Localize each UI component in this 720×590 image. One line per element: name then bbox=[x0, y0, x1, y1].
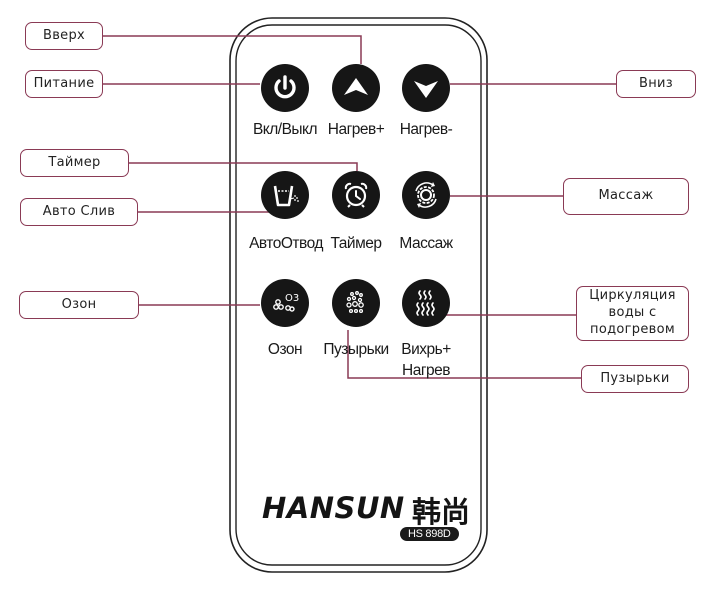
bubbles-icon bbox=[346, 291, 364, 314]
leader-line-up bbox=[103, 35, 362, 64]
leader-line-timer bbox=[129, 162, 358, 171]
remote-body-inner bbox=[235, 24, 482, 566]
whirl-heat-button[interactable] bbox=[402, 279, 450, 327]
remote-body-outer bbox=[229, 17, 488, 573]
callout-drain: Авто Слив bbox=[20, 198, 138, 226]
whirl-heat-label-line1: Вихрь+ bbox=[401, 341, 451, 358]
whirl-heat-icon bbox=[416, 290, 435, 316]
callout-whirl-line3: подогревом bbox=[590, 321, 675, 337]
power-label: Вкл/Выкл bbox=[252, 121, 318, 138]
power-button[interactable] bbox=[261, 64, 309, 112]
bubbles-button[interactable] bbox=[332, 279, 380, 327]
callout-massage: Массаж bbox=[563, 178, 689, 215]
whirl-heat-label-line2: Нагрев bbox=[402, 361, 450, 379]
callout-up: Вверх bbox=[25, 22, 103, 50]
auto-drain-icon bbox=[273, 185, 299, 207]
callout-ozone: Озон bbox=[19, 291, 139, 319]
heat-down-label: Нагрев- bbox=[399, 121, 453, 138]
callout-whirl-line1: Циркуляция bbox=[589, 288, 676, 304]
timer-label: Таймер bbox=[330, 235, 382, 252]
callout-bubbles: Пузырьки bbox=[581, 365, 689, 393]
svg-text:O3: O3 bbox=[285, 293, 299, 304]
bubbles-label: Пузырьки bbox=[323, 341, 389, 358]
leader-line-bubbles bbox=[347, 330, 581, 379]
heat-down-button[interactable] bbox=[402, 64, 450, 112]
callout-whirl: Циркуляция воды с подогревом bbox=[576, 286, 689, 341]
whirl-heat-label: Вихрь+ Нагрев bbox=[393, 340, 459, 382]
arrow-up-icon bbox=[344, 78, 368, 95]
callout-power: Питание bbox=[25, 70, 103, 98]
callout-whirl-line2: воды с bbox=[608, 305, 657, 321]
callout-timer: Таймер bbox=[20, 149, 129, 177]
brand-logo-chinese: 韩尚 bbox=[412, 495, 471, 529]
auto-drain-button[interactable] bbox=[261, 171, 309, 219]
heat-up-button[interactable] bbox=[332, 64, 380, 112]
ozone-icon: O3 bbox=[273, 293, 299, 312]
massage-label: Массаж bbox=[399, 235, 453, 252]
heat-up-label: Нагрев+ bbox=[327, 121, 385, 138]
brand-logo: HANSUN bbox=[262, 491, 405, 525]
alarm-clock-icon bbox=[344, 182, 368, 208]
ozone-button[interactable]: O3 bbox=[261, 279, 309, 327]
massage-cycle-icon bbox=[415, 182, 437, 208]
arrow-down-icon bbox=[414, 81, 438, 98]
auto-drain-label: АвтоОтвод bbox=[249, 235, 323, 252]
ozone-label: Озон bbox=[267, 341, 303, 358]
callout-down: Вниз bbox=[616, 70, 696, 98]
model-badge: HS 898D bbox=[400, 527, 459, 541]
massage-button[interactable] bbox=[402, 171, 450, 219]
power-icon bbox=[274, 75, 296, 99]
timer-button[interactable] bbox=[332, 171, 380, 219]
